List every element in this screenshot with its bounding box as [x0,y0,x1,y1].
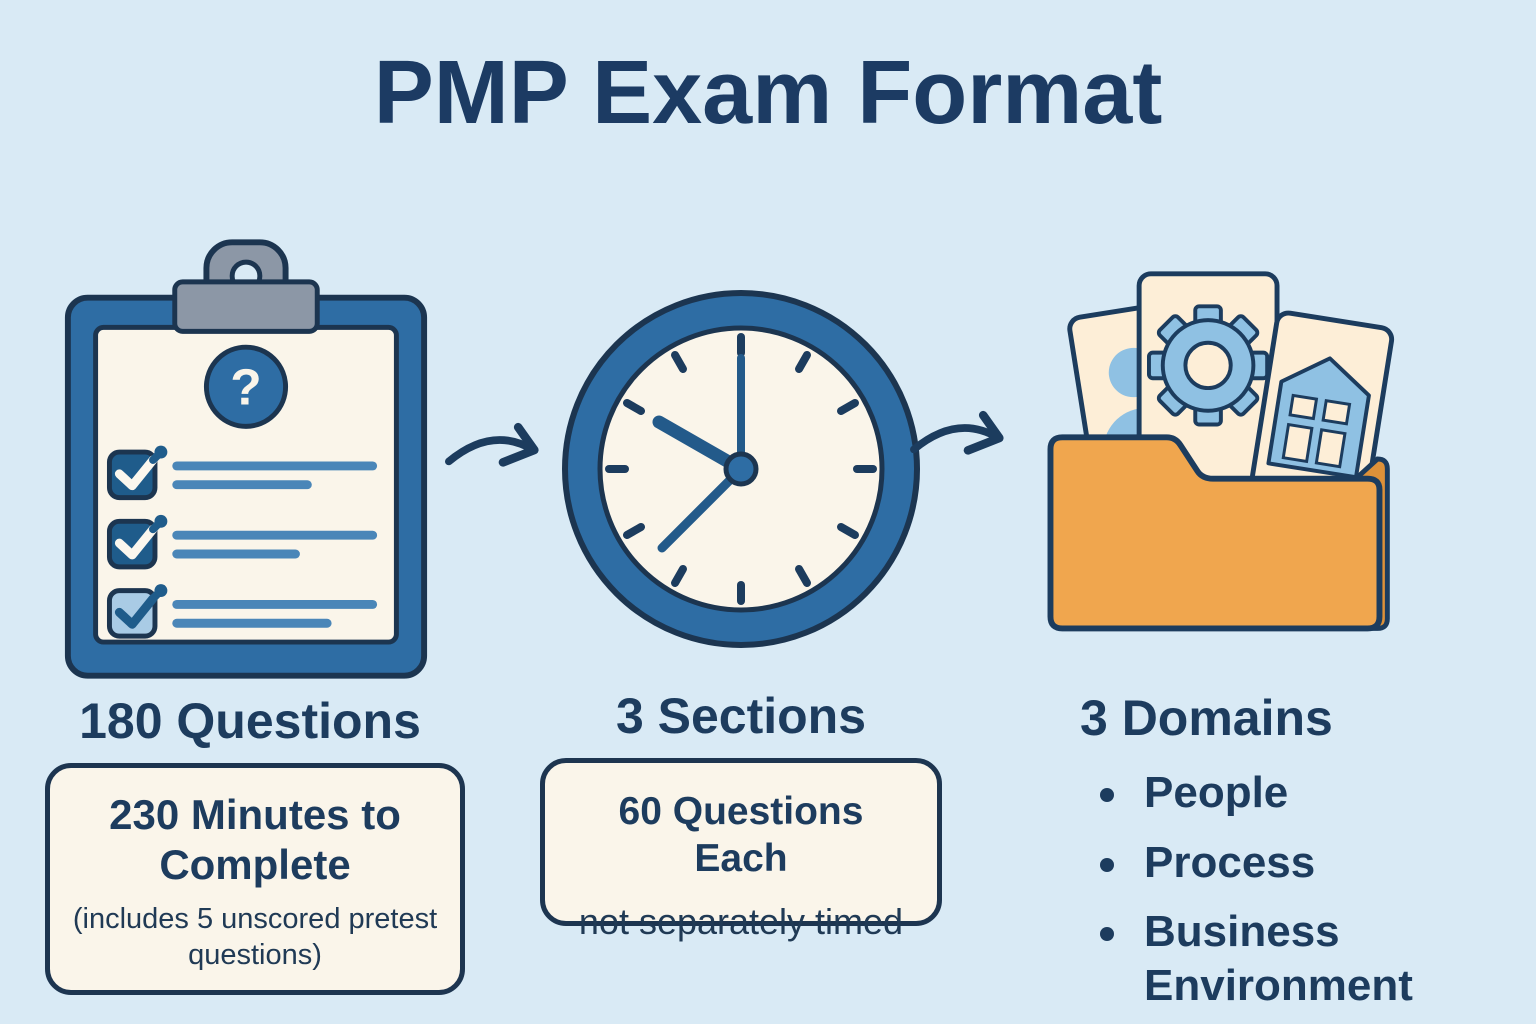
sections-questions-line: 60 Questions Each [618,790,864,880]
question-mark-glyph: ? [230,358,261,416]
list-item: Process [1100,836,1434,890]
clip-front [172,279,320,334]
curved-arrow-right-icon [908,400,1008,476]
curved-arrow-right-icon [443,412,543,488]
arrow-1-svg [445,422,539,467]
checklist-row-1 [106,445,378,501]
folder-svg [1047,271,1395,632]
clipboard-checklist-svg: ? [64,239,428,679]
minutes-line: 230 Minutes to Complete [109,791,401,889]
folder-front [1047,434,1383,632]
question-badge [203,344,289,429]
list-item: People [1100,766,1434,820]
page-title: PMP Exam Format [373,43,1163,143]
list-item: Business Environment [1100,905,1434,1012]
pretest-note: (includes 5 unscored pretest questions) [72,902,438,972]
sections-info-box: 60 Questions Each not separately timed [540,758,942,942]
arrow-2-svg [910,410,1004,455]
clock-center-dot [723,451,759,487]
sections-timing-line: not separately timed [578,900,904,942]
clock-svg [562,290,920,648]
minutes-info-box: 230 Minutes to Complete (includes 5 unsc… [45,763,465,995]
clipboard-checklist-icon: ? [58,236,434,682]
clock-icon [558,286,924,652]
business-environment-card [1250,310,1395,506]
gear-icon [1147,304,1270,427]
process-card [1136,271,1280,492]
checklist-row-3 [106,584,378,639]
domains-bullet-list: People Process Business Environment [1100,766,1434,1013]
domain-people-label: People [1144,768,1289,817]
folder-with-domain-cards-icon [1018,262,1408,656]
domain-business-environment-label: Business Environment [1144,907,1413,1011]
sections-heading: 3 Sections [615,688,867,744]
house-icon [1266,356,1371,480]
domains-heading: 3 Domains [1080,690,1333,746]
checklist-row-2 [106,514,378,570]
bullet-dot [1100,927,1114,942]
questions-heading: 180 Questions [79,693,421,749]
domain-process-label: Process [1144,837,1316,887]
bullet-dot [1100,788,1114,802]
clock-ticks [605,333,877,605]
bullet-dot [1100,857,1114,872]
